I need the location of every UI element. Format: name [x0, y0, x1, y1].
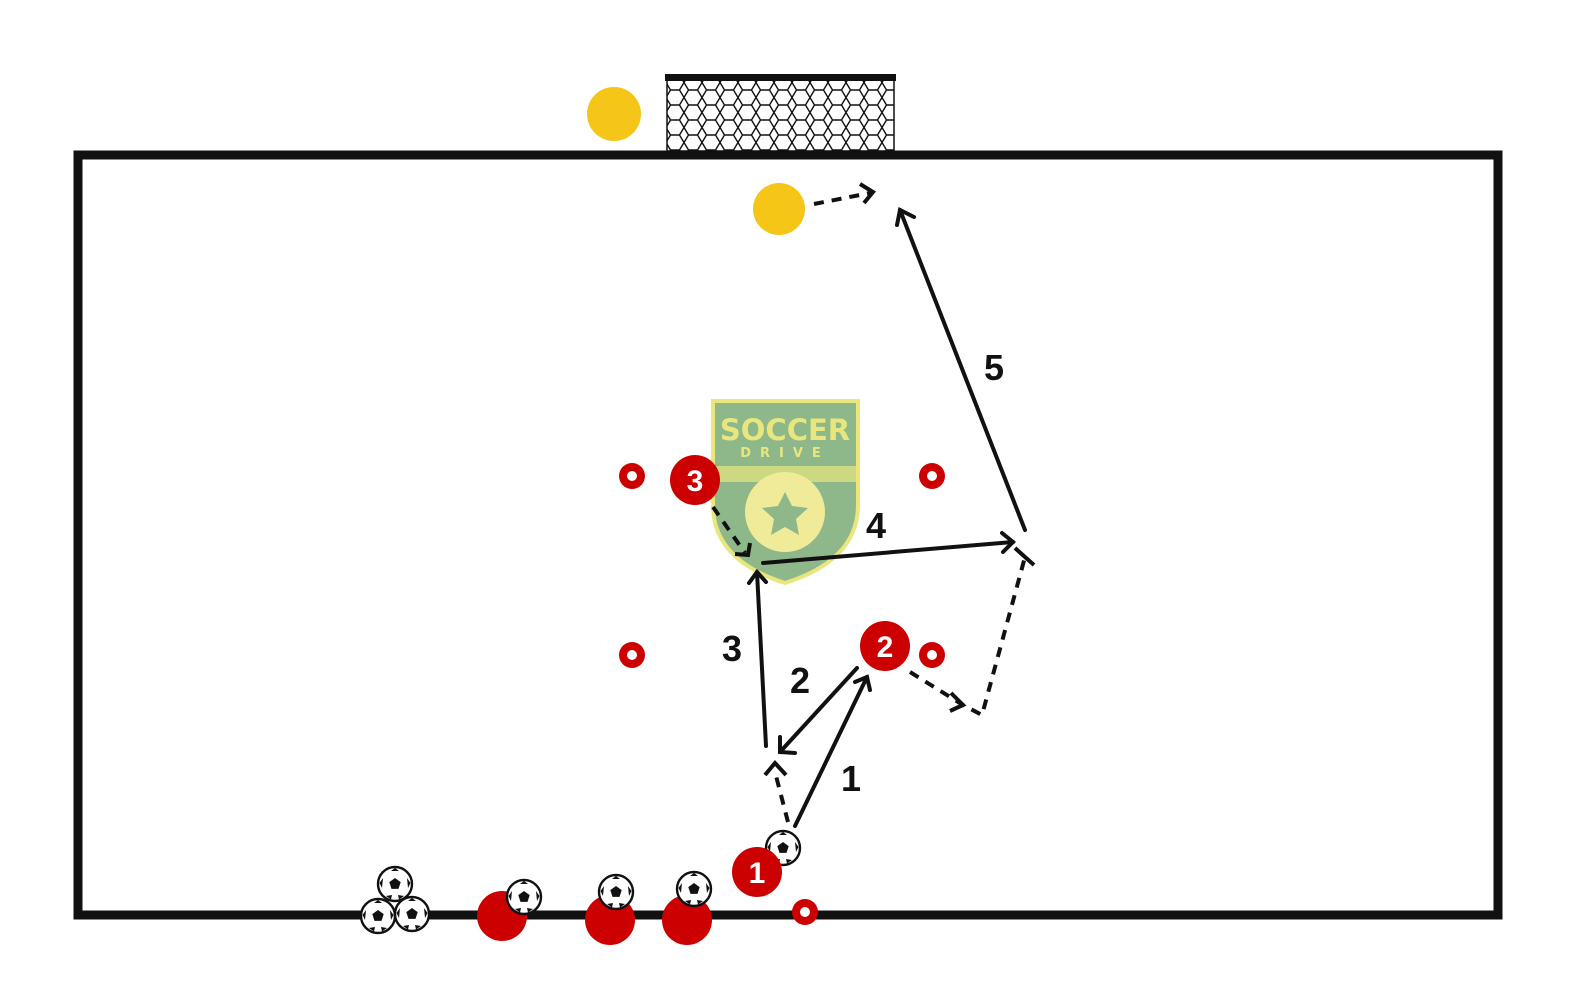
- soccer-ball-icon: [597, 873, 635, 911]
- field-boundary: [73, 150, 1503, 920]
- run-arrow-player-3: [711, 505, 752, 558]
- step-label-4: 4: [866, 505, 886, 546]
- player-3: 3: [670, 455, 720, 505]
- soccer-drive-logo: SOCCER DRIVE: [711, 399, 860, 586]
- pass-arrow-4: [761, 531, 1016, 565]
- soccer-ball-icon: [505, 878, 543, 916]
- run-arrow-goalkeeper: [813, 182, 876, 206]
- goalkeeper-icon: [587, 87, 641, 141]
- cone-icon: [919, 642, 945, 668]
- soccer-ball-icon: [745, 472, 825, 552]
- run-arrow-player-2: [908, 546, 1036, 718]
- soccer-ball-icon: [359, 897, 397, 935]
- player-3-number: 3: [687, 465, 704, 498]
- shot-arrow-5: [895, 207, 1027, 532]
- player-2-number: 2: [877, 631, 894, 664]
- logo-line1: SOCCER: [720, 413, 850, 447]
- run-arrow-player-1: [763, 759, 790, 823]
- pass-arrow-2: [778, 666, 859, 755]
- waiting-player-icon: [662, 895, 712, 945]
- cone-icon: [792, 899, 818, 925]
- soccer-ball-icon: [376, 865, 414, 903]
- goalkeeper-icon: [753, 183, 805, 235]
- pass-arrow-3: [747, 568, 768, 748]
- soccer-ball-icon: [393, 895, 431, 933]
- step-label-5: 5: [984, 347, 1004, 388]
- step-label-1: 1: [841, 758, 861, 799]
- player-2: 2: [860, 621, 910, 671]
- soccer-ball-icon: [675, 870, 713, 908]
- step-label-3: 3: [722, 628, 742, 669]
- pass-arrow-1: [793, 674, 872, 828]
- cone-icon: [619, 463, 645, 489]
- cone-icon: [919, 463, 945, 489]
- player-1-number: 1: [749, 857, 766, 890]
- cone-icon: [619, 642, 645, 668]
- step-label-2: 2: [790, 660, 810, 701]
- player-1: 1: [732, 847, 782, 897]
- logo-line2: DRIVE: [740, 446, 830, 461]
- goal-net-icon: [665, 74, 896, 152]
